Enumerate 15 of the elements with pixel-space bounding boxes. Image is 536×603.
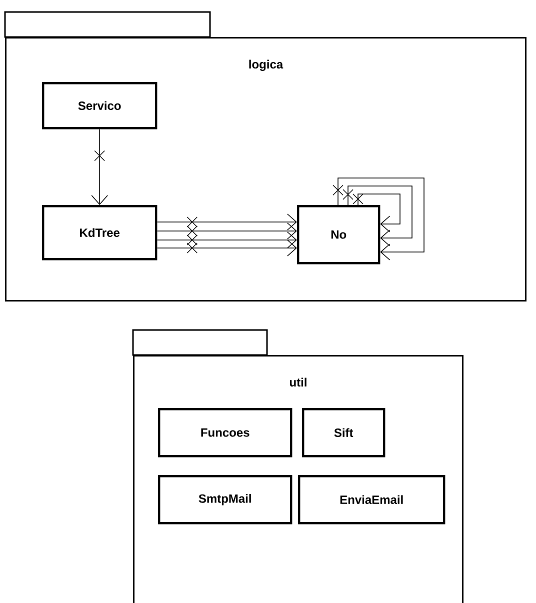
association-arrow (156, 214, 297, 230)
class-box: Sift (302, 408, 386, 458)
association-arrow (156, 232, 297, 248)
class-box: KdTree (42, 205, 158, 260)
association-arrow (332, 178, 424, 260)
association-arrow (91, 128, 108, 205)
class-box: Funcoes (158, 408, 292, 458)
association-arrow (156, 222, 297, 240)
association-arrow (342, 186, 412, 246)
association-arrow (352, 194, 400, 232)
association-arrow (156, 240, 297, 256)
class-box: EnviaEmail (298, 475, 446, 524)
class-box: No (297, 205, 380, 264)
class-box: SmtpMail (158, 475, 292, 524)
class-box: Servico (42, 82, 158, 130)
